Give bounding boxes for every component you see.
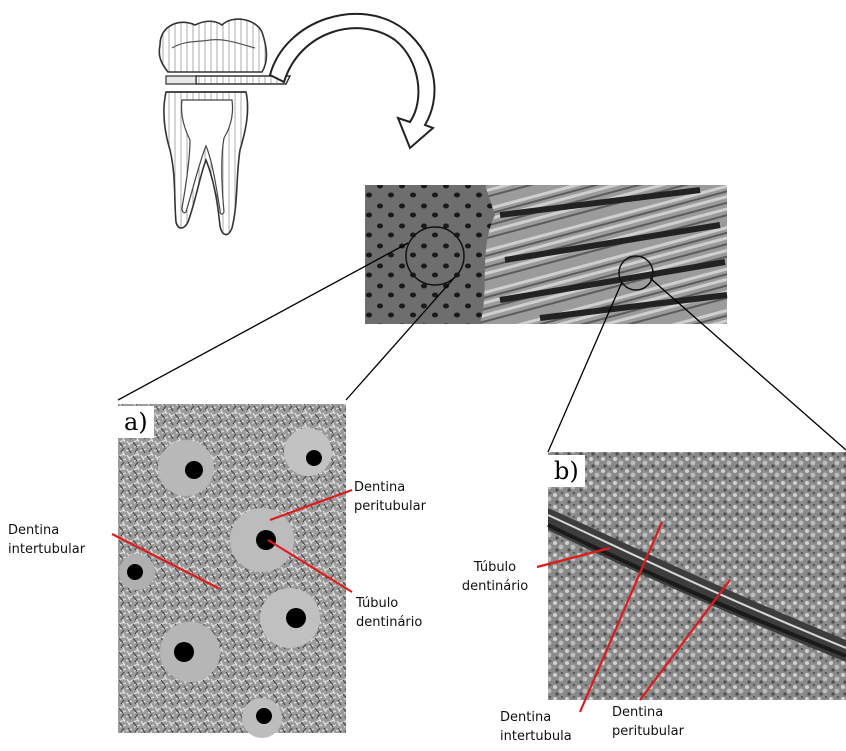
label-line: Túbulo	[452, 558, 538, 577]
label-line: Dentina	[612, 703, 684, 722]
label-line: intertubular	[8, 540, 85, 559]
label-line: dentinário	[356, 613, 422, 632]
panel-b-sem-image	[537, 452, 846, 712]
top-sem-image	[365, 185, 727, 324]
label-line: peritubular	[612, 722, 684, 741]
label-line: Dentina	[500, 708, 572, 727]
label-b-peritubular: Dentina peritubular	[612, 703, 684, 741]
label-line: Dentina	[354, 478, 426, 497]
label-line: intertubula	[500, 727, 572, 746]
label-b-intertubular: Dentina intertubula	[500, 708, 572, 746]
label-line: peritubular	[354, 497, 426, 516]
panel-a-tag: a)	[118, 406, 154, 438]
label-a-tubule: Túbulo dentinário	[356, 594, 422, 632]
label-b-tubule: Túbulo dentinário	[452, 558, 538, 596]
curved-arrow-icon	[270, 14, 435, 148]
label-a-peritubular: Dentina peritubular	[354, 478, 426, 516]
panel-b-tag: b)	[548, 455, 585, 487]
label-line: dentinário	[452, 577, 538, 596]
label-line: Dentina	[8, 521, 85, 540]
panel-a-sem-image	[112, 404, 352, 738]
label-a-intertubular: Dentina intertubular	[8, 521, 85, 559]
molar-tooth-illustration	[159, 19, 290, 234]
label-line: Túbulo	[356, 594, 422, 613]
